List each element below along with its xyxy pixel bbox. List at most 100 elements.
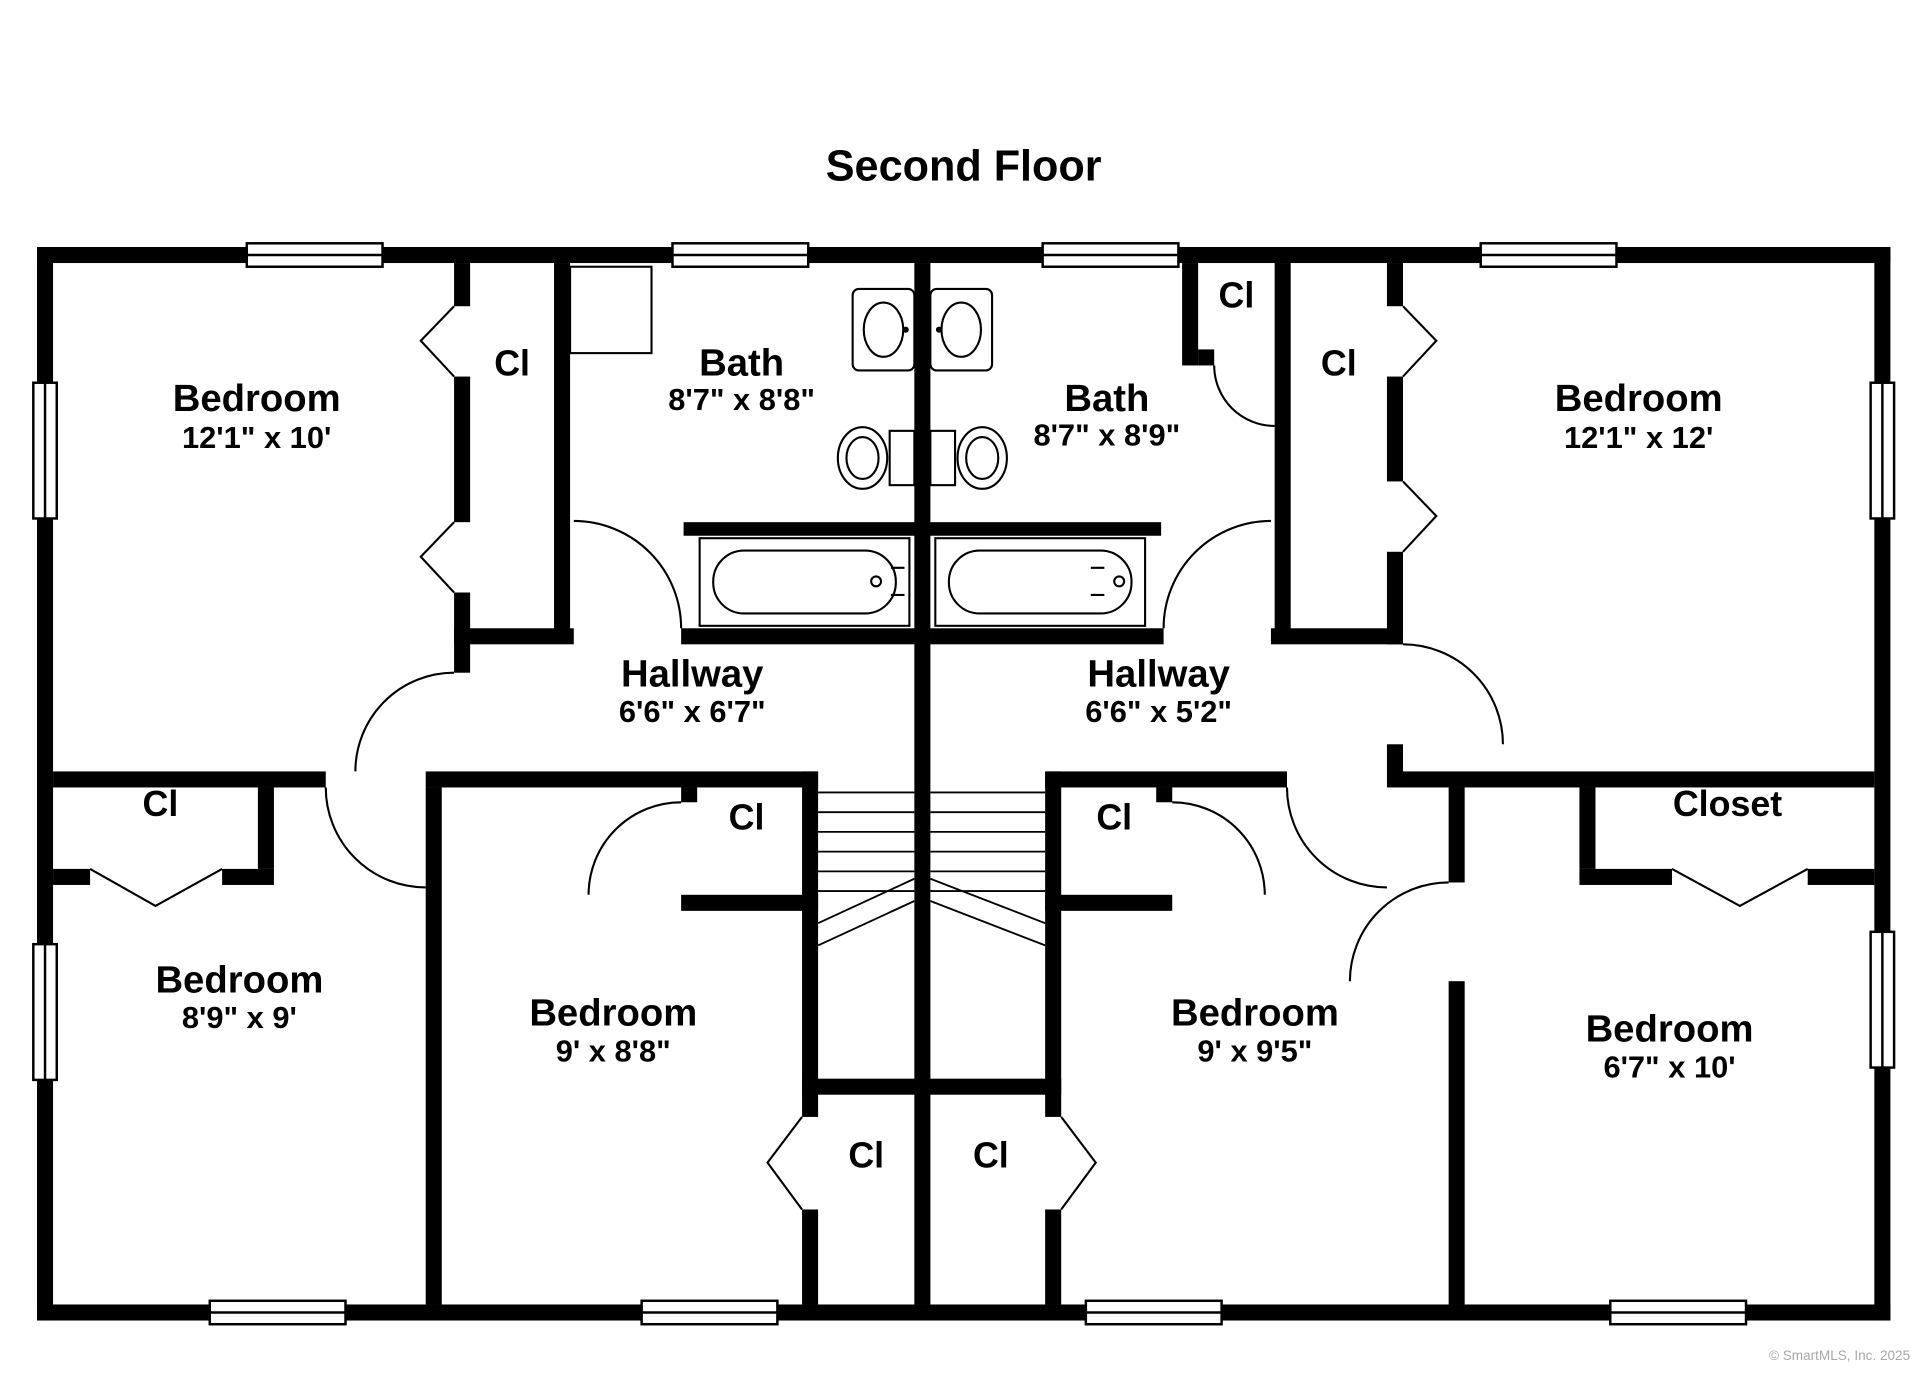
wall — [914, 263, 931, 1305]
room-label-bath-right: Bath — [1064, 377, 1149, 420]
wall — [1045, 771, 1287, 788]
room-label-bedroom-bottom-mid-left: Bedroom — [529, 992, 697, 1035]
wall — [1386, 376, 1403, 482]
toilet-left — [836, 426, 916, 490]
room-label-bedroom-bottom-left: Bedroom — [155, 958, 323, 1001]
sink-vanity-right — [929, 287, 994, 372]
room-dims-bedroom-bottom-right: 6'7" x 10' — [1603, 1049, 1735, 1084]
window — [32, 381, 58, 520]
room-label-bedroom-bottom-mid-right: Bedroom — [1171, 992, 1339, 1035]
wall — [37, 1304, 1891, 1321]
wall — [1448, 981, 1465, 1305]
fixtures — [569, 265, 1147, 627]
stair-break-right — [930, 877, 1046, 947]
room-dims-bedroom-top-left: 12'1" x 10' — [182, 420, 331, 455]
wall — [425, 771, 819, 788]
window — [1084, 1299, 1223, 1326]
room-label-bedroom-top-right: Bedroom — [1555, 377, 1723, 420]
windows — [32, 242, 1896, 1326]
room-dims-bedroom-bottom-mid-right: 9' x 9'5" — [1197, 1033, 1312, 1068]
bathtub-left — [698, 537, 911, 627]
wall — [802, 771, 819, 1117]
closet-label-top-left: Cl — [494, 343, 530, 383]
window — [1869, 930, 1896, 1069]
room-label-hallway-right: Hallway — [1087, 652, 1230, 695]
closet-door-chevron — [419, 305, 455, 378]
wall — [554, 263, 571, 636]
window — [1609, 1299, 1748, 1326]
window — [245, 242, 384, 268]
wall — [1045, 894, 1173, 911]
wall — [1270, 628, 1403, 645]
wall — [1045, 771, 1062, 1117]
door-arc-bath-right — [1162, 519, 1271, 629]
window — [1479, 242, 1618, 268]
closet-label-bottom-left: Cl — [143, 784, 179, 824]
door-arc-bedroom-bottom-mid-right — [1285, 787, 1387, 889]
room-dims-bedroom-bottom-left: 8'9" x 9' — [182, 1000, 297, 1035]
window — [208, 1299, 347, 1326]
wall — [802, 1078, 1062, 1095]
room-dims-hallway-right: 6'6" x 5'2" — [1085, 694, 1232, 729]
wall — [930, 628, 1164, 645]
window — [1869, 381, 1896, 520]
wall — [802, 1209, 819, 1305]
wall — [681, 787, 698, 803]
room-dims-bath-right: 8'7" x 8'9" — [1033, 418, 1180, 453]
wall — [454, 376, 471, 523]
wall — [1386, 263, 1403, 307]
wall — [1579, 868, 1672, 885]
wall — [1198, 349, 1215, 366]
bathtub-right — [934, 537, 1147, 627]
stair-treads-left — [818, 791, 915, 893]
stairs — [817, 791, 1046, 947]
wall — [454, 628, 574, 645]
wall — [1448, 787, 1465, 883]
wall — [53, 771, 326, 788]
room-dims-hallway-left: 6'6" x 6'7" — [619, 694, 766, 729]
door-arc-bedroom-bottom-right — [1348, 881, 1449, 982]
closet-label-bottom-center-left: Cl — [848, 1136, 884, 1176]
wall — [53, 868, 91, 885]
wall — [425, 787, 442, 1305]
wall — [222, 868, 274, 885]
window — [671, 242, 810, 268]
door-arc-linen-closet — [1213, 365, 1275, 427]
door-arc-closet-mid-right — [1172, 801, 1266, 895]
door-arc-closet-mid-left — [587, 801, 682, 895]
tub-back-wall — [683, 522, 931, 536]
closet-door-chevron — [1060, 1116, 1098, 1211]
door-arc-bedroom-top-left — [354, 671, 455, 772]
closet-door-chevron — [766, 1116, 803, 1211]
walls — [37, 246, 1891, 1321]
door-arc-bedroom-top-right — [1402, 643, 1504, 745]
window — [1041, 242, 1180, 268]
wall — [454, 263, 471, 307]
room-label-hallway-left: Hallway — [621, 652, 764, 695]
closet-door-chevron — [1402, 480, 1438, 553]
sink-vanity-left — [851, 287, 916, 372]
room-label-bath-left: Bath — [699, 341, 784, 384]
watermark: © SmartMLS, Inc. 2025 — [1769, 1348, 1910, 1363]
wall — [37, 246, 1891, 264]
room-label-closet-right: Closet — [1673, 784, 1782, 824]
closet-bifold-door — [1671, 867, 1809, 908]
closet-label-mid-right: Cl — [1096, 797, 1132, 837]
door-arc-bedroom-bottom-left — [324, 787, 426, 889]
closet-label-bottom-center-right: Cl — [973, 1136, 1009, 1176]
door-arc-bath-left — [573, 519, 683, 629]
tub-back-wall — [914, 522, 1162, 536]
room-labels: Bedroom 12'1" x 10' Bath 8'7" x 8'8" Bat… — [143, 275, 1783, 1175]
wall — [1402, 771, 1875, 788]
wall — [257, 787, 274, 869]
wall — [681, 628, 931, 645]
window — [32, 942, 58, 1082]
closet-label-linen: Cl — [1219, 275, 1255, 315]
wall — [1579, 787, 1596, 869]
wall — [1156, 787, 1173, 803]
wall — [1807, 868, 1875, 885]
wall — [1386, 551, 1403, 645]
wall — [1386, 744, 1403, 788]
closet-label-mid-left: Cl — [729, 797, 765, 837]
